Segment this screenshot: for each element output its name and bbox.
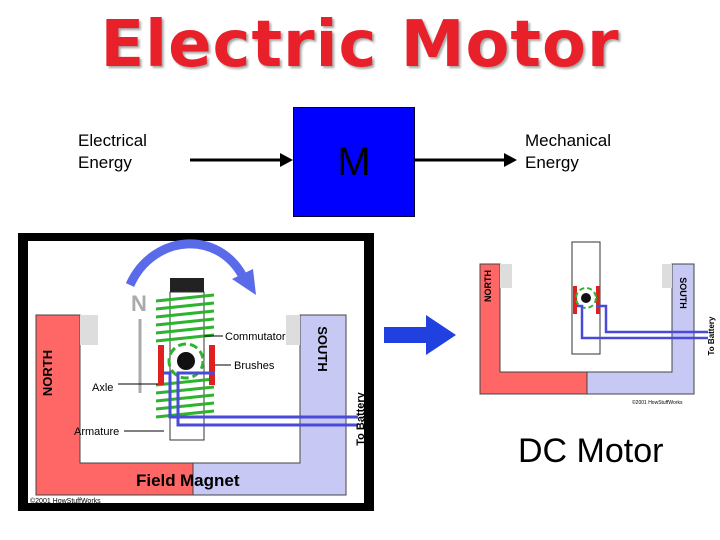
output-energy-label: Mechanical Energy: [525, 131, 611, 172]
armature-coil: [155, 293, 215, 419]
motor-block: M: [293, 107, 415, 217]
commutator: [167, 342, 205, 380]
commutator-label: Commutator: [225, 331, 286, 343]
output-arrow: [413, 153, 517, 167]
armature-label: Armature: [74, 426, 119, 438]
right-south-label: SOUTH: [678, 277, 688, 309]
page-title: Electric Motor: [100, 8, 620, 82]
brushes-label: Brushes: [234, 360, 275, 372]
dc-motor-simplified-diagram: NORTH SOUTH To Battery ©2001 HowStuffWor…: [479, 241, 716, 406]
right-north-label: NORTH: [483, 270, 493, 302]
right-north-magnet: [479, 263, 588, 395]
rotation-arrow: [125, 239, 251, 287]
battery-wires: [164, 371, 358, 427]
input-arrow: [190, 153, 293, 167]
right-south-magnet: [586, 263, 695, 395]
input-energy-label: Electrical Energy: [78, 131, 147, 172]
copyright-left: ©2001 HowStuffWorks: [30, 497, 101, 505]
south-magnet: [192, 314, 347, 496]
brush-right: [209, 345, 215, 385]
south-label: SOUTH: [315, 326, 330, 372]
right-brush-left: [573, 286, 577, 314]
transition-arrow: [384, 315, 456, 355]
right-battery-label: To Battery: [707, 316, 716, 356]
magnet-label: Magnet: [180, 471, 240, 490]
brush-left: [158, 345, 164, 385]
battery-label: To Battery: [355, 391, 367, 445]
field-label: Field: [136, 471, 176, 490]
north-label: NORTH: [40, 350, 55, 396]
dc-motor-detailed-diagram: NORTH SOUTH N Commutator Brushes Axle Ar…: [18, 233, 374, 511]
copyright-right: ©2001 HowStuffWorks: [632, 399, 683, 406]
n-marker: N: [131, 291, 147, 316]
right-brush-right: [596, 286, 600, 314]
dc-motor-caption: DC Motor: [518, 432, 664, 470]
motor-letter: M: [337, 139, 371, 184]
axle-label: Axle: [92, 382, 113, 394]
